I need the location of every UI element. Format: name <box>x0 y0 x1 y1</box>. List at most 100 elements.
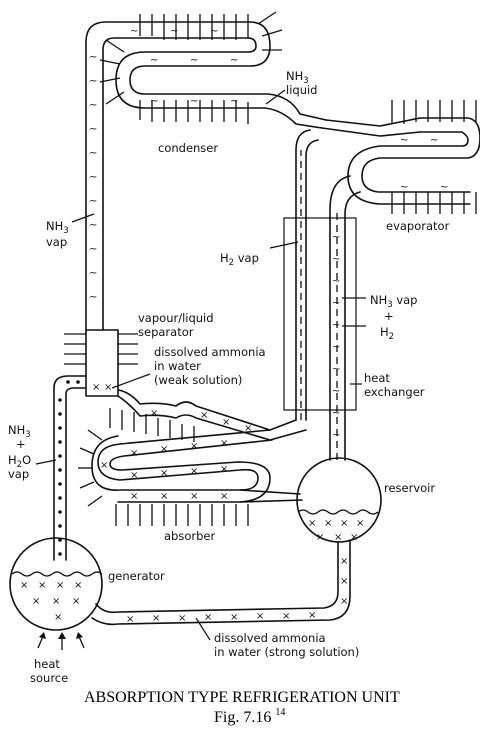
strong-solution-label-2: in water (strong solution) <box>214 645 359 659</box>
nh3-h2o-label-3: vap <box>8 467 29 481</box>
svg-text:×: × <box>230 612 238 623</box>
svg-text:×: × <box>160 491 168 502</box>
strong-solution-line: ×× ×× ×× ×× ×× × <box>91 539 351 626</box>
svg-text:~: ~ <box>332 408 340 419</box>
absorber-fins <box>78 408 249 526</box>
h2-vap-label: H2 vap <box>220 251 259 268</box>
weak-solution-label-2: in water <box>154 359 201 373</box>
svg-text:×: × <box>334 532 342 543</box>
svg-text:×: × <box>340 576 348 587</box>
svg-text:×: × <box>220 491 228 502</box>
svg-text:~: ~ <box>440 182 448 193</box>
svg-text:×: × <box>308 518 316 529</box>
separator-label: vapour/liquid <box>138 311 214 325</box>
nh3-liquid-label: NH3 <box>286 69 309 86</box>
svg-text:×: × <box>222 417 230 428</box>
lift-tube <box>53 375 87 561</box>
condenser-fins <box>99 11 283 124</box>
heat-source-arrows <box>37 632 85 650</box>
svg-text:×: × <box>200 410 208 421</box>
svg-text:~: ~ <box>89 52 97 63</box>
heat-exchanger-label-2: exchanger <box>364 385 425 399</box>
liquid-line <box>321 117 421 137</box>
svg-text:~: ~ <box>89 220 97 231</box>
svg-text:×: × <box>350 532 358 543</box>
nh3-h2o-label: NH3 <box>8 423 31 440</box>
svg-text:~: ~ <box>230 96 238 107</box>
svg-text:×: × <box>104 382 112 393</box>
svg-text:~: ~ <box>400 182 408 193</box>
svg-text:~: ~ <box>150 96 158 107</box>
svg-text:×: × <box>150 408 158 419</box>
evaporator-label: evaporator <box>386 219 450 233</box>
svg-text:~: ~ <box>210 26 218 37</box>
svg-text:~: ~ <box>170 26 178 37</box>
condenser-label: condenser <box>158 141 218 155</box>
svg-text:×: × <box>32 596 40 607</box>
svg-text:×: × <box>256 611 264 622</box>
strong-solution-label: dissolved ammonia <box>214 631 326 645</box>
weak-solution-line: ×× ×× <box>117 389 307 441</box>
svg-text:~: ~ <box>332 254 340 265</box>
figure-title: ABSORPTION TYPE REFRIGERATION UNIT <box>84 689 400 706</box>
svg-text:×: × <box>126 614 134 625</box>
svg-text:~: ~ <box>89 100 97 111</box>
nh3-vap-right-label: NH3 vap <box>370 293 417 310</box>
leader-lines <box>35 89 366 641</box>
svg-text:×: × <box>152 613 160 624</box>
nh3-liquid-label-2: liquid <box>286 83 317 97</box>
condenser-coil: ~ ~ ~ ~ ~ ~ ~ ~ ~ <box>85 21 327 331</box>
svg-text:×: × <box>308 610 316 621</box>
svg-text:×: × <box>340 596 348 607</box>
weak-solution-label: dissolved ammonia <box>154 345 266 359</box>
svg-text:×: × <box>190 491 198 502</box>
gas-pipes: ~~ ~~ ~~ ~~ ~~ <box>295 129 361 461</box>
svg-text:×: × <box>220 438 228 449</box>
svg-text:×: × <box>54 612 62 623</box>
svg-text:×: × <box>340 518 348 529</box>
plus-right-label: + <box>384 309 394 323</box>
svg-text:×: × <box>190 441 198 452</box>
svg-text:×: × <box>74 580 82 591</box>
svg-text:×: × <box>178 613 186 624</box>
heat-source-label-2: source <box>30 671 68 685</box>
heat-source-label: heat <box>34 657 60 671</box>
nh3-vap-left-label-2: vap <box>46 235 67 249</box>
svg-text:×: × <box>160 444 168 455</box>
svg-text:~: ~ <box>89 76 97 87</box>
svg-text:×: × <box>324 518 332 529</box>
svg-text:~: ~ <box>332 386 340 397</box>
svg-text:~: ~ <box>89 244 97 255</box>
svg-text:×: × <box>20 580 28 591</box>
svg-text:~: ~ <box>332 298 340 309</box>
vapour-liquid-separator: ×× <box>64 329 138 397</box>
svg-text:~: ~ <box>400 135 408 146</box>
svg-text:~: ~ <box>190 55 198 66</box>
svg-text:~: ~ <box>332 232 340 243</box>
svg-text:×: × <box>52 596 60 607</box>
svg-text:~: ~ <box>89 292 97 303</box>
svg-text:~: ~ <box>190 96 198 107</box>
reservoir-label: reservoir <box>384 481 435 495</box>
svg-text:~: ~ <box>230 55 238 66</box>
svg-text:~: ~ <box>130 26 138 37</box>
separator-label-2: separator <box>138 325 194 339</box>
svg-text:×: × <box>160 468 168 479</box>
svg-text:~: ~ <box>89 124 97 135</box>
nh3-vap-left-label: NH3 <box>46 219 69 236</box>
nh3-h2o-label-2: H2O <box>8 453 31 470</box>
svg-text:~: ~ <box>89 148 97 159</box>
svg-text:~: ~ <box>89 268 97 279</box>
reservoir: ×× ×× ×× × <box>296 457 382 543</box>
heat-exchanger <box>283 217 357 411</box>
svg-text:×: × <box>100 460 108 471</box>
svg-text:×: × <box>56 580 64 591</box>
h2-right-label: H2 <box>380 325 394 342</box>
evaporator-coil: ~~ ~~ <box>347 117 480 205</box>
absorber-label: absorber <box>164 529 215 543</box>
svg-text:×: × <box>356 518 364 529</box>
svg-text:~: ~ <box>89 196 97 207</box>
generator-label: generator <box>108 569 165 583</box>
